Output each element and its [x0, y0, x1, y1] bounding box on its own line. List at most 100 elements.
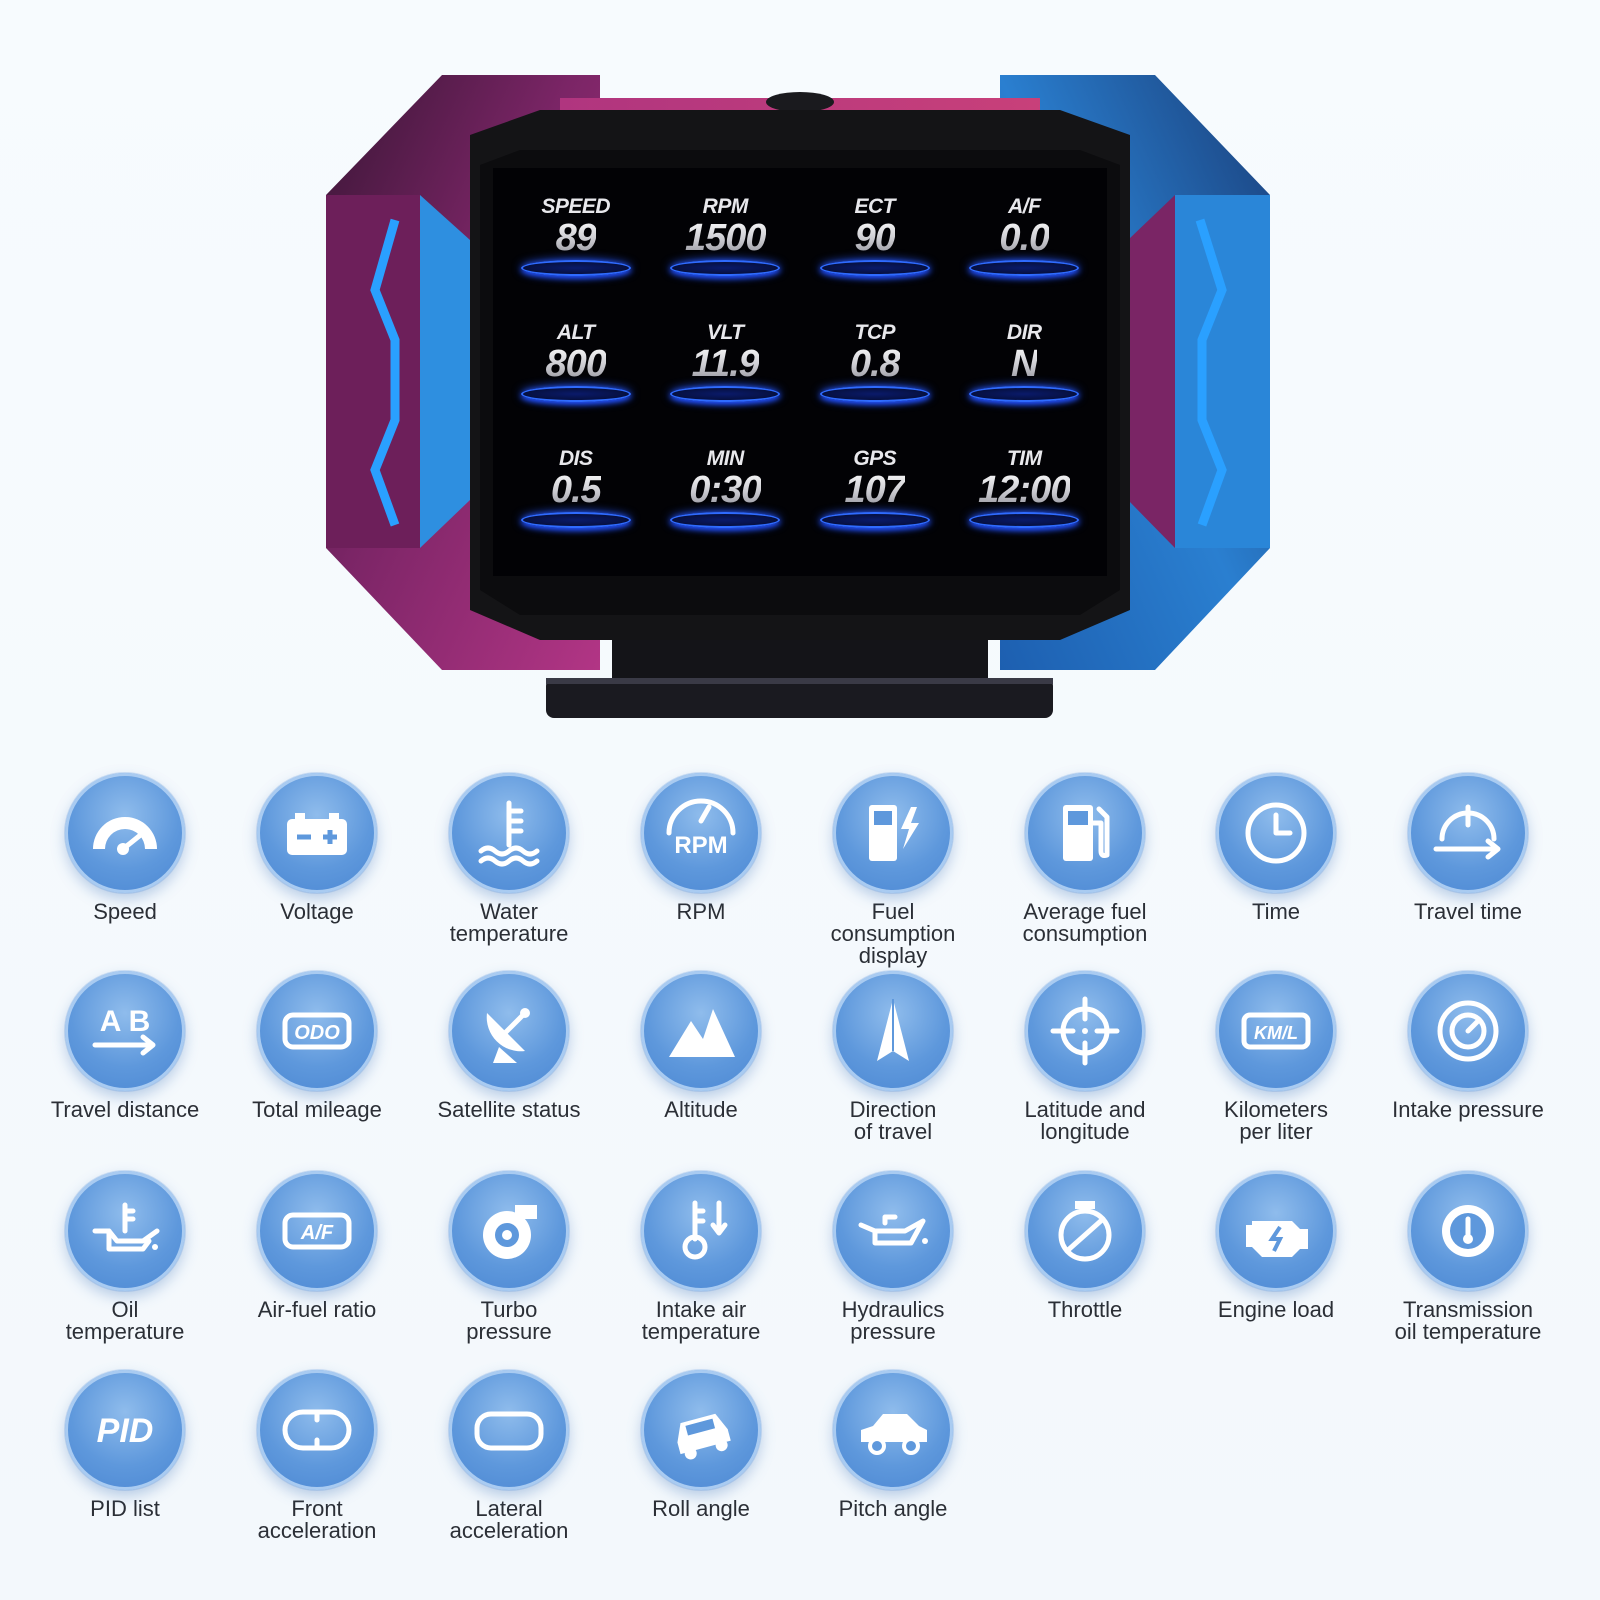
feature-pitch-angle: Pitch angle: [803, 1370, 983, 1520]
readout-glow-ring: [670, 260, 781, 276]
readout-glow-ring: [819, 512, 930, 528]
readout-glow-ring: [670, 512, 781, 528]
readout-vlt: VLT 11.9: [651, 314, 801, 440]
feature-label: Roll angle: [652, 1496, 750, 1521]
pressure-gauge-icon: [1408, 971, 1528, 1091]
readout-label: TIM: [1006, 447, 1042, 470]
readout-af: A/F 0.0: [950, 188, 1100, 314]
readout-dir: DIR N: [950, 314, 1100, 440]
feature-label: Engine load: [1217, 1297, 1335, 1322]
front-accel-icon: [257, 1370, 377, 1490]
feature-label: Kilometers per liter: [1224, 1097, 1328, 1144]
svg-text:RPM: RPM: [674, 832, 727, 859]
readout-glow-ring: [520, 386, 631, 402]
feature-label: Lateral acceleration: [449, 1496, 569, 1543]
feature-water-temperature: Water temperature: [419, 773, 599, 945]
fuel-pump-bolt-icon: [833, 773, 953, 893]
feature-label: Water temperature: [449, 899, 569, 946]
feature-travel-time: Travel time: [1378, 773, 1558, 923]
feature-hydraulics-pressure: Hydraulics pressure: [803, 1171, 983, 1343]
feature-label: Travel distance: [50, 1097, 200, 1122]
feature-label: Latitude and longitude: [1024, 1097, 1146, 1144]
readout-label: SPEED: [541, 195, 611, 218]
readout-value: 1500: [684, 217, 767, 259]
readout-alt: ALT 800: [501, 314, 651, 440]
feature-average-fuel-consumption: Average fuel consumption: [995, 773, 1175, 945]
obd-hud-device: SPEED 89 RPM 1500 ECT 90 A/F 0.0 ALT 800…: [0, 0, 1600, 740]
readout-label: DIS: [558, 447, 593, 470]
feature-air-fuel-ratio: A/F Air-fuel ratio: [227, 1171, 407, 1321]
readout-glow-ring: [819, 386, 930, 402]
clock-icon: [1216, 773, 1336, 893]
hud-screen: SPEED 89 RPM 1500 ECT 90 A/F 0.0 ALT 800…: [493, 168, 1107, 576]
readout-glow-ring: [819, 260, 930, 276]
feature-label: Altitude: [664, 1097, 738, 1122]
coolant-temp-icon: [449, 773, 569, 893]
feature-time: Time: [1186, 773, 1366, 923]
car-roll-icon: [641, 1370, 761, 1490]
readout-label: TCP: [854, 321, 896, 344]
readout-glow-ring: [520, 512, 631, 528]
feature-transmission-oil-temperature: Transmission oil temperature: [1378, 1171, 1558, 1343]
readout-value: 11.9: [691, 343, 760, 385]
readout-value: 0.0: [999, 217, 1050, 259]
feature-speed: Speed: [35, 773, 215, 923]
readout-glow-ring: [969, 386, 1080, 402]
readout-value: 0.5: [550, 469, 602, 511]
readout-value: 90: [854, 217, 896, 259]
feature-pid-list: PID PID list: [35, 1370, 215, 1520]
readout-glow-ring: [520, 260, 631, 276]
feature-label: Pitch angle: [838, 1496, 948, 1521]
odometer-icon: ODO: [257, 971, 377, 1091]
feature-oil-temperature: Oil temperature: [35, 1171, 215, 1343]
mountain-icon: [641, 971, 761, 1091]
timer-arrow-icon: [1408, 773, 1528, 893]
readout-value: 12:00: [978, 469, 1071, 511]
readout-label: ECT: [854, 195, 896, 218]
feature-label: Total mileage: [252, 1097, 382, 1122]
af-icon: A/F: [257, 1171, 377, 1291]
crosshair-icon: [1025, 971, 1145, 1091]
feature-label: PID list: [90, 1496, 160, 1521]
feature-label: Time: [1251, 899, 1301, 924]
feature-altitude: Altitude: [611, 971, 791, 1121]
kml-icon: KM/L: [1216, 971, 1336, 1091]
feature-roll-angle: Roll angle: [611, 1370, 791, 1520]
satellite-icon: [449, 971, 569, 1091]
feature-label: Travel time: [1414, 899, 1522, 924]
feature-label: Throttle: [1047, 1297, 1123, 1322]
rpm-icon: RPM: [641, 773, 761, 893]
feature-label: Turbo pressure: [466, 1297, 552, 1344]
feature-direction-of-travel: Direction of travel: [803, 971, 983, 1143]
feature-travel-distance: A B Travel distance: [35, 971, 215, 1121]
readout-value: 89: [555, 217, 597, 259]
battery-icon: [257, 773, 377, 893]
readout-glow-ring: [969, 512, 1080, 528]
readout-value: 107: [844, 469, 906, 511]
intake-temp-icon: [641, 1171, 761, 1291]
feature-label: Average fuel consumption: [1022, 899, 1148, 946]
feature-label: Intake pressure: [1392, 1097, 1544, 1122]
feature-label: Intake air temperature: [641, 1297, 761, 1344]
turbo-icon: [449, 1171, 569, 1291]
readout-value: 800: [545, 343, 607, 385]
feature-label: Oil temperature: [65, 1297, 185, 1344]
feature-turbo-pressure: Turbo pressure: [419, 1171, 599, 1343]
feature-label: Air-fuel ratio: [257, 1297, 377, 1322]
feature-label: Transmission oil temperature: [1394, 1297, 1542, 1344]
feature-lateral-acceleration: Lateral acceleration: [419, 1370, 599, 1542]
feature-voltage: Voltage: [227, 773, 407, 923]
readout-glow-ring: [969, 260, 1080, 276]
readout-label: DIR: [1006, 321, 1042, 344]
readout-dis: DIS 0.5: [501, 440, 651, 566]
feature-latitude-and-longitude: Latitude and longitude: [995, 971, 1175, 1143]
feature-label: RPM: [676, 899, 726, 924]
feature-label: Direction of travel: [849, 1097, 937, 1144]
throttle-icon: [1025, 1171, 1145, 1291]
ab-arrow-icon: A B: [65, 971, 185, 1091]
compass-arrow-icon: [833, 971, 953, 1091]
feature-label: Fuel consumption display: [830, 899, 956, 968]
feature-total-mileage: ODO Total mileage: [227, 971, 407, 1121]
readout-ect: ECT 90: [800, 188, 950, 314]
feature-label: Satellite status: [437, 1097, 581, 1122]
